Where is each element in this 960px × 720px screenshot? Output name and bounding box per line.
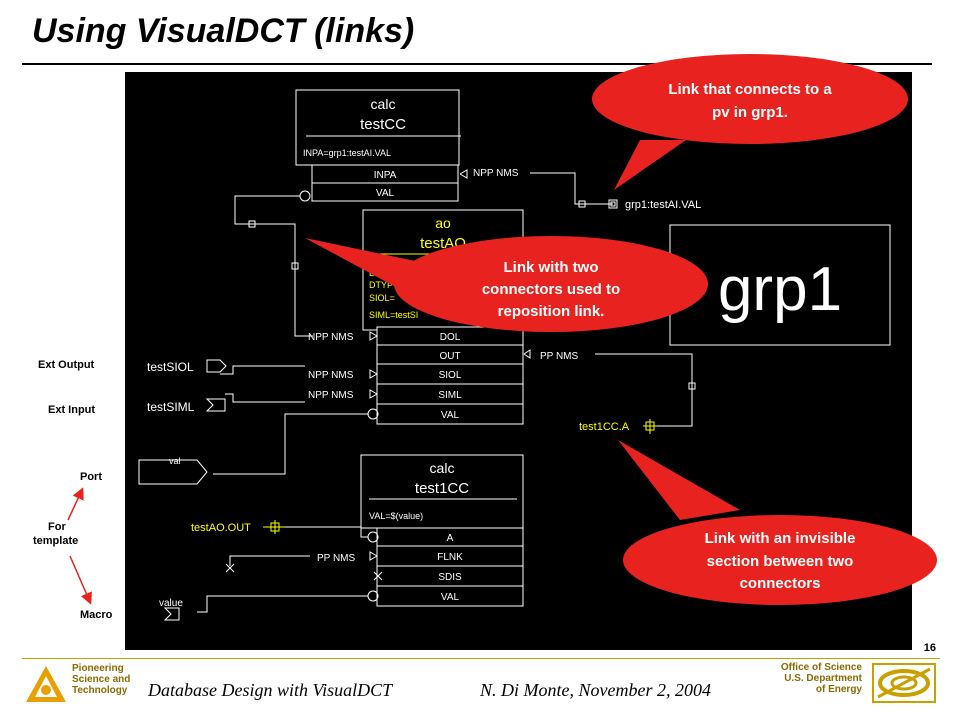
target-testao-out[interactable]: testAO.OUT — [191, 522, 251, 534]
group-label: grp1 — [718, 255, 842, 324]
label-port: Port — [80, 471, 102, 483]
callout-reposition: Link with two connectors used to Link wi… — [305, 236, 708, 332]
callout-text: reposition link. — [498, 303, 605, 320]
field-out[interactable]: OUT — [439, 351, 460, 362]
port-label: testSIOL — [147, 360, 194, 374]
link-label: NPP NMS — [473, 168, 519, 179]
label-ext-input: Ext Input — [48, 404, 96, 416]
psat-text: Pioneering Science and Technology — [72, 663, 131, 696]
target-test1cc-a[interactable]: test1CC.A — [579, 421, 630, 433]
footer-right-text: N. Di Monte, November 2, 2004 — [480, 680, 711, 700]
record-type: calc — [430, 460, 455, 476]
ext-input-port[interactable]: testSIML — [147, 398, 226, 414]
record-type: calc — [371, 96, 396, 112]
record-field-text: VAL=$(value) — [369, 511, 423, 521]
field-val[interactable]: VAL — [376, 188, 395, 199]
label-template: template — [33, 535, 79, 547]
group-grp1[interactable]: grp1 — [669, 224, 891, 346]
doe-logo-icon — [872, 663, 936, 703]
macro-port[interactable]: value — [159, 598, 183, 621]
port-label: val — [169, 456, 181, 466]
callout-text: pv in grp1. — [712, 104, 788, 121]
field-a[interactable]: A — [447, 533, 454, 544]
link-label: NPP NMS — [308, 390, 354, 401]
slide-title: Using VisualDCT (links) — [32, 12, 415, 50]
doe-text: Office of Science U.S. Department of Ene… — [780, 662, 862, 695]
target-grp1-val[interactable]: grp1:testAI.VAL — [625, 199, 701, 211]
field-siml[interactable]: SIML — [438, 390, 462, 401]
field-dol[interactable]: DOL — [440, 332, 461, 343]
link-label: NPP NMS — [308, 370, 354, 381]
label-macro: Macro — [80, 609, 113, 621]
label-ext-output: Ext Output — [38, 359, 95, 371]
link-label: PP NMS — [317, 553, 355, 564]
ext-output-port[interactable]: testSIOL — [147, 359, 227, 374]
field-siol[interactable]: SIOL — [439, 370, 462, 381]
record-type: ao — [435, 215, 451, 231]
callout-text: connectors used to — [482, 281, 620, 298]
footer-divider — [22, 658, 940, 659]
footer-left-text: Database Design with VisualDCT — [148, 680, 393, 700]
callout-text: connectors — [740, 575, 821, 592]
page-number: 16 — [923, 642, 936, 654]
record-prop: SIOL= — [369, 293, 395, 303]
callout-text: Link with an invisible — [705, 530, 856, 547]
callout-text: Link that connects to a — [668, 81, 832, 98]
field-inpa[interactable]: INPA — [374, 170, 397, 181]
port[interactable]: val — [138, 456, 208, 485]
field-flnk[interactable]: FLNK — [437, 552, 463, 563]
record-prop: SIML=testSI — [369, 310, 418, 320]
field-val[interactable]: VAL — [441, 592, 460, 603]
title-divider — [22, 63, 932, 65]
port-label: value — [159, 598, 183, 609]
argonne-logo-icon — [26, 666, 66, 702]
record-field-text: INPA=grp1:testAI.VAL — [303, 148, 391, 158]
callout-invisible-section: Link with an invisible section between t… — [618, 440, 937, 605]
record-name: test1CC — [415, 480, 469, 497]
callout-text: Link with two — [504, 259, 599, 276]
record-testcc[interactable]: calc testCC INPA=grp1:testAI.VAL INPA VA… — [295, 89, 519, 202]
link-label: NPP NMS — [308, 332, 354, 343]
label-for: For — [48, 521, 66, 533]
callout-text: section between two — [707, 553, 854, 570]
field-val[interactable]: VAL — [441, 410, 460, 421]
record-prop: DTYP — [369, 280, 393, 290]
field-sdis[interactable]: SDIS — [438, 572, 462, 583]
record-name: testCC — [360, 116, 406, 133]
port-label: testSIML — [147, 400, 195, 414]
link-label: PP NMS — [540, 351, 578, 362]
record-test1cc[interactable]: calc test1CC VAL=$(value) A FLNK SDIS VA… — [360, 454, 524, 607]
callout-pv-link: Link that connects to a pv in grp1. — [592, 54, 908, 190]
